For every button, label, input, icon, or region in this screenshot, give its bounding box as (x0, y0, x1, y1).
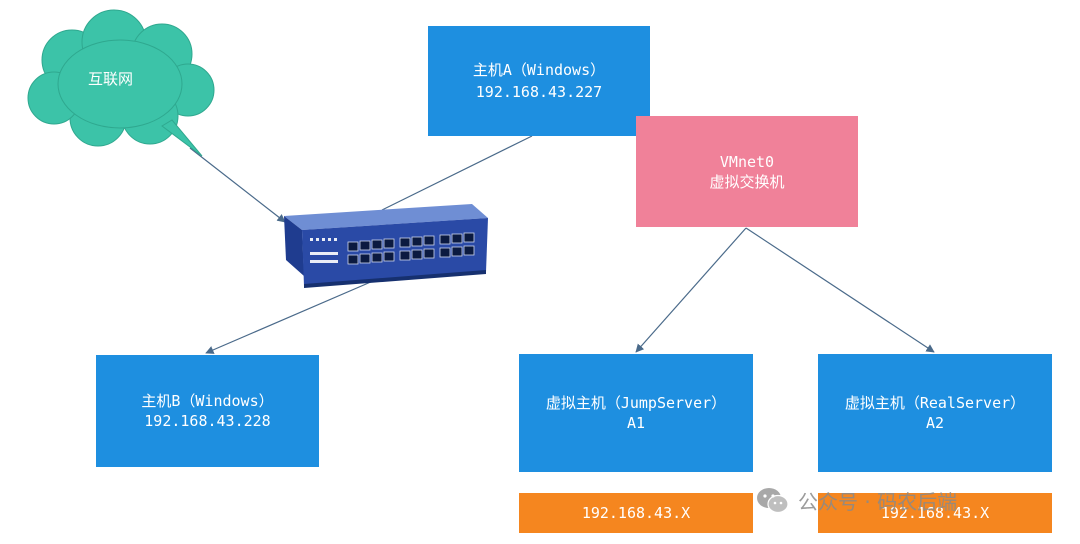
host-a-ip: 192.168.43.227 (475, 83, 603, 101)
cloud-label: 互联网 (88, 70, 134, 88)
vmnet-name: VMnet0 (719, 152, 775, 171)
vm-a1-ip: 192.168.43.X (581, 504, 691, 522)
vm-a2-ip-box: 192.168.43.X (818, 493, 1052, 533)
connector-hosta-switch (381, 135, 533, 211)
vm-a1-ip-box: 192.168.43.X (519, 493, 753, 533)
wechat-icon (757, 487, 789, 513)
vmnet-desc: 虚拟交换机 (709, 172, 785, 191)
connector-switch-hostb (205, 277, 381, 354)
vm-a1-name: 虚拟主机（JumpServer） (545, 394, 727, 412)
vmnet-switch-box: VMnet0 虚拟交换机 (636, 116, 858, 227)
vm-a2-box: 虚拟主机（RealServer） A2 (818, 354, 1052, 472)
connector-vmnet-a1 (635, 227, 747, 353)
host-a-name: 主机A（Windows） (472, 61, 606, 79)
network-switch-icon (284, 204, 488, 288)
cloud-icon (27, 9, 215, 157)
host-b-ip: 192.168.43.228 (144, 412, 271, 430)
connector-cloud-switch (189, 147, 286, 223)
watermark: 公众号 · 码农后端 (756, 486, 957, 515)
vm-a2-ip: 192.168.43.X (880, 504, 990, 522)
vm-a1-box: 虚拟主机（JumpServer） A1 (519, 354, 753, 472)
host-a-box: 主机A（Windows） 192.168.43.227 (428, 26, 650, 136)
host-b-name: 主机B（Windows） (141, 392, 274, 410)
watermark-text: 公众号 · 码农后端 (798, 490, 958, 514)
vm-a2-label: A2 (925, 414, 945, 432)
host-b-box: 主机B（Windows） 192.168.43.228 (96, 355, 319, 467)
vm-a2-name: 虚拟主机（RealServer） (844, 394, 1026, 412)
connector-vmnet-a2 (745, 227, 935, 353)
vm-a1-label: A1 (626, 414, 646, 432)
